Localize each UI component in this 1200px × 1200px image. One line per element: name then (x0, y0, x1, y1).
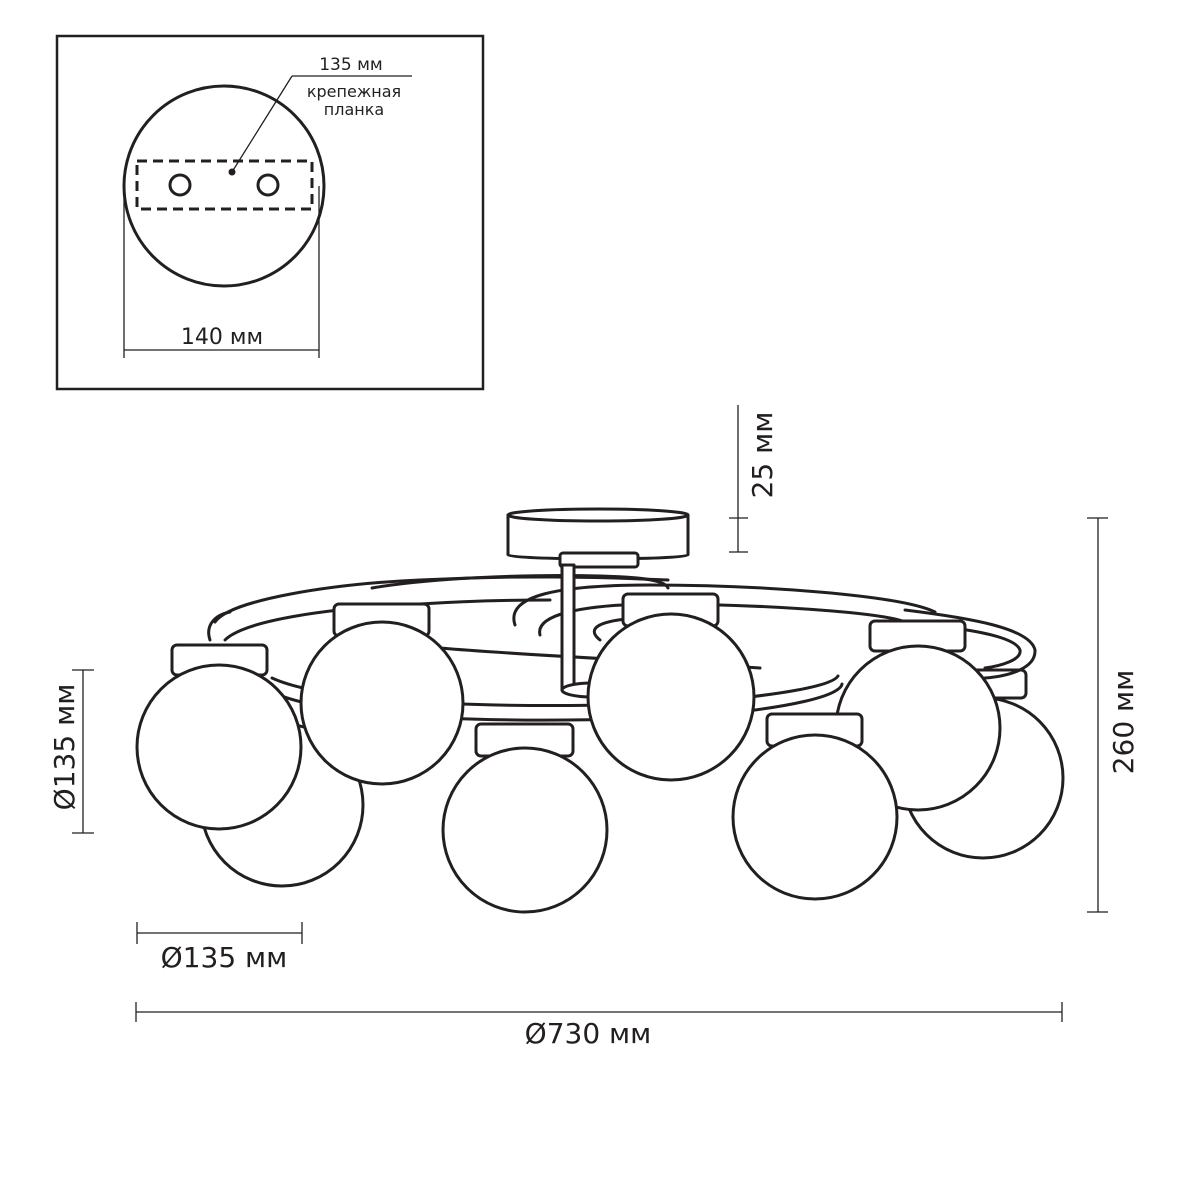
dimension-shade-horizontal: Ø135 мм (136, 922, 303, 974)
upper-ring-left-outer (213, 575, 670, 624)
mounting-hole-right (256, 173, 280, 197)
upper-ring-right-outer (512, 583, 937, 627)
inset-panel: 135 мм крепежная планка 140 мм (55, 34, 485, 391)
dimension-stem-height: 25 мм (729, 405, 779, 553)
dimension-overall-diameter: Ø730 мм (135, 1002, 1063, 1050)
right-hook-inner (903, 608, 1037, 680)
stem-height-label: 25 мм (746, 412, 779, 499)
overall-diameter-label: Ø730 мм (525, 1017, 652, 1050)
shade-back-center-left (299, 602, 465, 786)
inset-frame (55, 34, 485, 391)
plate-name-line2: планка (324, 100, 384, 119)
shade-diameter-vertical-label: Ø135 мм (48, 684, 81, 811)
canopy-collar (558, 551, 640, 569)
plate-length-label: 135 мм (319, 55, 383, 75)
dimension-total-height: 260 мм (1087, 517, 1140, 913)
shade-front-right (731, 712, 899, 901)
shade-left (135, 643, 303, 831)
shade-back-center-right (586, 592, 756, 782)
chandelier (135, 507, 1065, 914)
plate-name-line1: крепежная (307, 82, 401, 101)
plate-leader-line (231, 75, 293, 173)
center-stem (560, 563, 576, 692)
shade-diameter-horizontal-label: Ø135 мм (161, 941, 288, 974)
total-height-label: 260 мм (1107, 670, 1140, 775)
dimension-shade-vertical: Ø135 мм (48, 669, 94, 834)
canopy-diameter-label: 140 мм (181, 325, 263, 350)
mounting-hole-left (168, 173, 192, 197)
left-hook (207, 610, 232, 642)
shade-front-center (441, 722, 609, 914)
mounting-plate-outline (135, 159, 314, 211)
